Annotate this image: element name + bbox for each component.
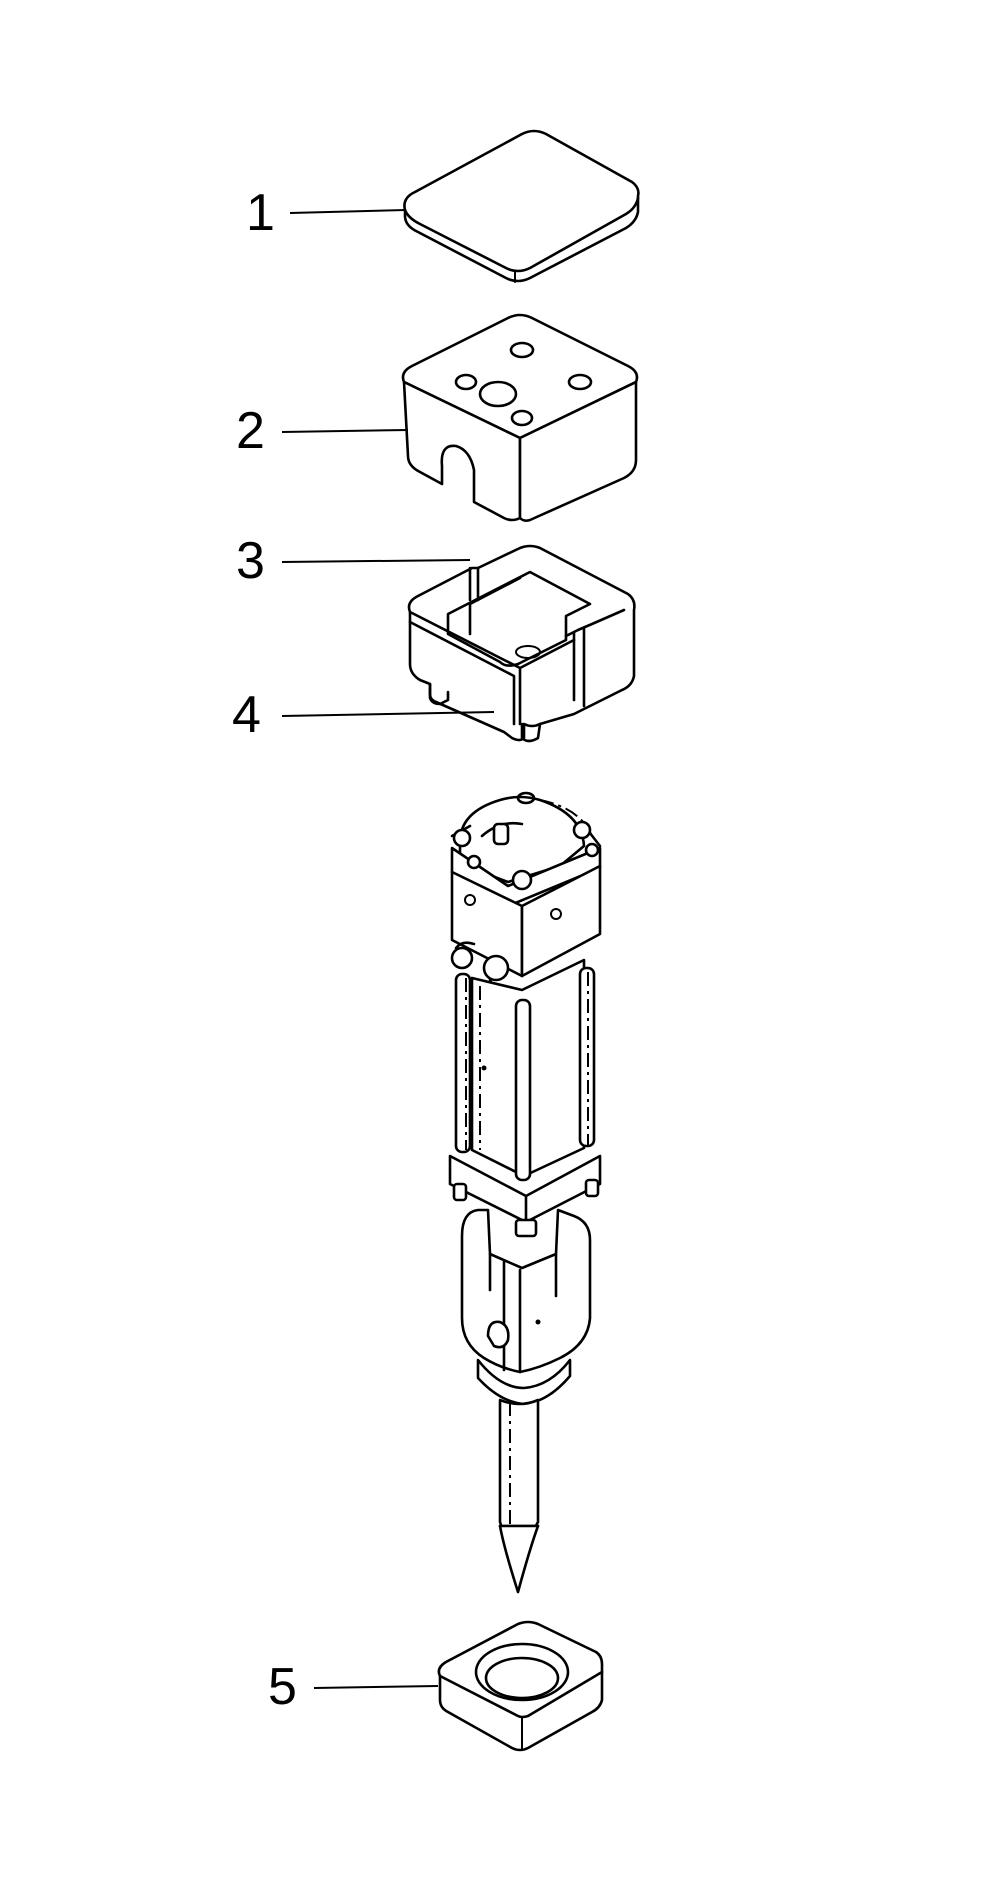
leader-4 [281, 711, 495, 717]
part-label-4: 4 [232, 686, 261, 744]
part-2-bracket-block [401, 313, 639, 522]
leader-5 [313, 1685, 439, 1689]
part-label-2: 2 [236, 402, 265, 460]
part-5-bushing-ring [437, 1620, 604, 1752]
breaker-tool-assembly [448, 791, 602, 1594]
part-label-3: 3 [236, 532, 265, 590]
leader-1 [289, 209, 407, 214]
part-label-5: 5 [268, 1658, 297, 1716]
part-3-4-split-clamp [407, 544, 636, 743]
part-labels: 1 2 3 4 5 [232, 184, 297, 1716]
part-label-1: 1 [246, 184, 275, 242]
leader-2 [281, 429, 409, 433]
leader-3 [281, 559, 471, 563]
leader-lines [281, 209, 495, 1689]
part-1-cover-plate [403, 129, 640, 283]
